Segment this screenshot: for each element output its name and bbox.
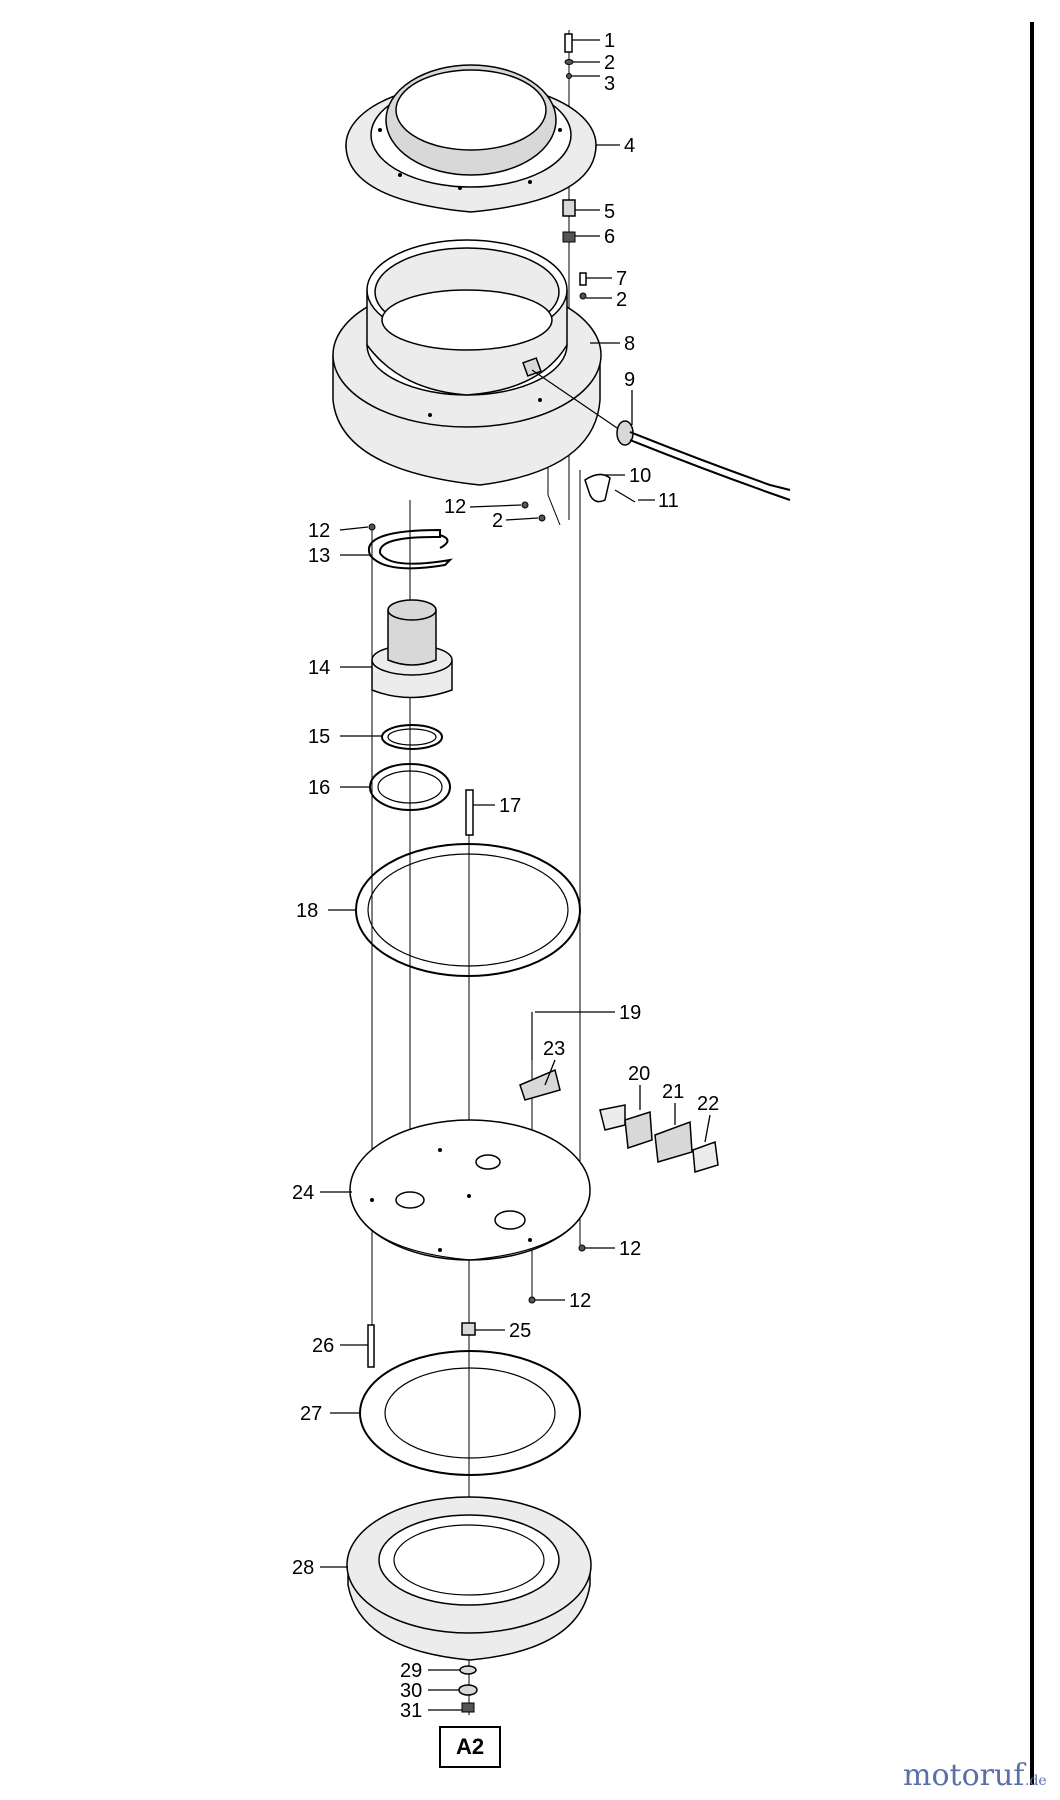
reference-box-label: A2 (456, 1734, 484, 1759)
bearing (371, 599, 453, 699)
spacer (562, 199, 576, 217)
nut-12-right (578, 1244, 586, 1252)
callout-9: 9 (624, 369, 635, 391)
center-nut (461, 1322, 476, 1336)
callout-30: 30 (400, 1680, 422, 1702)
callout-16: 16 (308, 777, 330, 799)
reference-box (439, 1726, 501, 1768)
callout-2: 2 (492, 510, 503, 532)
callout-20: 20 (628, 1063, 650, 1085)
callout-21: 21 (662, 1081, 684, 1103)
callout-23: 23 (543, 1038, 565, 1060)
callout-8: 8 (624, 333, 635, 355)
watermark: motoruf .de (903, 1758, 1047, 1793)
callout-6: 6 (604, 226, 615, 248)
callout-29: 29 (400, 1660, 422, 1682)
washer-2 (538, 514, 546, 522)
nut-12-left (368, 523, 376, 531)
callout-12: 12 (569, 1290, 591, 1312)
callout-17: 17 (499, 795, 521, 817)
callout-12: 12 (619, 1238, 641, 1260)
callout-28: 28 (292, 1557, 314, 1579)
washer-30 (458, 1684, 478, 1696)
callout-13: 13 (308, 545, 330, 567)
nut (562, 231, 576, 243)
callout-15: 15 (308, 726, 330, 748)
gasket-ring (355, 843, 581, 977)
small-screw (579, 272, 587, 286)
callout-2: 2 (616, 289, 627, 311)
callout-12: 12 (308, 520, 330, 542)
circlip-end (439, 534, 449, 549)
small-washer (579, 292, 587, 300)
callout-31: 31 (400, 1700, 422, 1722)
callout-26: 26 (312, 1335, 334, 1357)
nut-12-bottom (528, 1296, 536, 1304)
flat-ring (359, 1350, 581, 1476)
housing (332, 239, 602, 486)
bolt (465, 789, 474, 836)
leader-lines (320, 39, 711, 1711)
callout-labels: 1 2 3 4 5 6 7 2 8 9 10 11 12 2 12 13 14 … (292, 30, 719, 1722)
callout-10: 10 (629, 465, 651, 487)
callout-7: 7 (616, 268, 627, 290)
clamp-screw (614, 489, 636, 503)
callout-25: 25 (509, 1320, 531, 1342)
callout-19: 19 (619, 1002, 641, 1024)
callout-18: 18 (296, 900, 318, 922)
callout-2: 2 (604, 52, 615, 74)
circlip (367, 528, 453, 570)
mounting-plate (349, 1119, 591, 1261)
callout-11: 11 (658, 490, 679, 512)
terminal-bracket (519, 1068, 561, 1101)
watermark-brand: motoruf (903, 1758, 1026, 1793)
callout-14: 14 (308, 657, 330, 679)
callout-5: 5 (604, 201, 615, 223)
grinding-ring (346, 1496, 592, 1661)
nut-12 (521, 501, 529, 509)
callout-27: 27 (300, 1403, 322, 1425)
callout-24: 24 (292, 1182, 314, 1204)
rod (367, 1324, 375, 1368)
callout-12: 12 (444, 496, 466, 518)
watermark-suffix: .de (1025, 1773, 1047, 1789)
cable-clamp (584, 473, 611, 503)
nut-31 (461, 1702, 475, 1713)
callout-22: 22 (697, 1093, 719, 1115)
terminal-blocks (599, 1104, 719, 1173)
callout-4: 4 (624, 135, 635, 157)
ring-small (381, 724, 443, 750)
power-cable (531, 369, 791, 501)
callout-3: 3 (604, 73, 615, 95)
washer-29 (459, 1665, 477, 1675)
callout-1: 1 (604, 30, 615, 52)
dome-cover (345, 64, 597, 213)
